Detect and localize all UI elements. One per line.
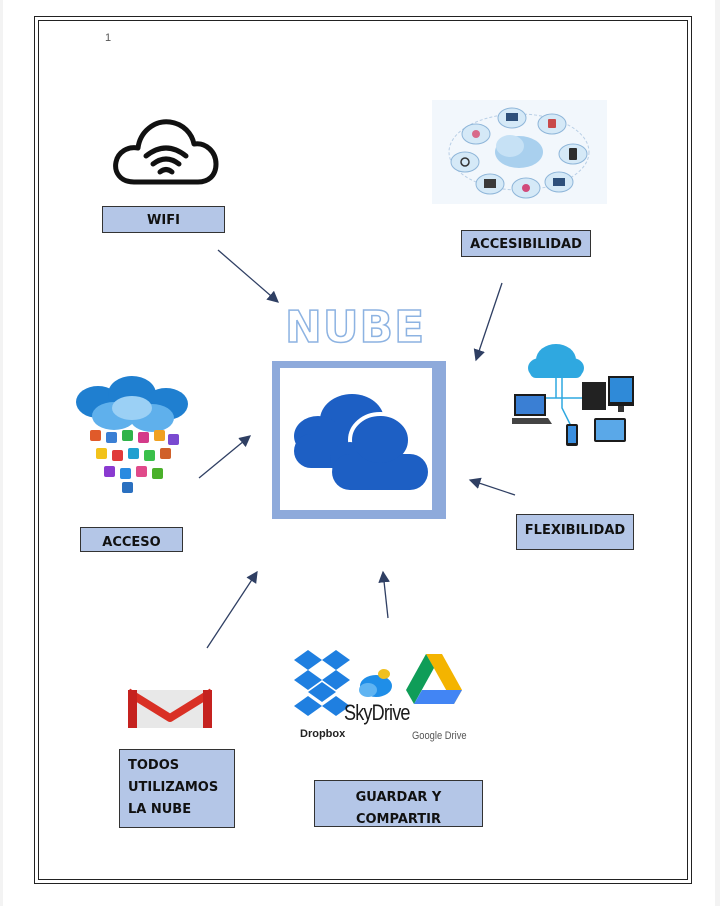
arrow-wifi <box>217 249 279 303</box>
gmail-icon <box>128 688 212 728</box>
page-border-inner <box>38 20 688 880</box>
dropbox-text: Dropbox <box>300 728 346 740</box>
google-drive-text: Google Drive <box>412 730 467 742</box>
guardar-line-2: COMPARTIR <box>355 812 442 827</box>
flexibilidad-label: FLEXIBILIDAD <box>516 514 634 550</box>
google-drive-icon <box>406 654 462 704</box>
arrow-acceso <box>198 435 252 479</box>
center-title: NUBE <box>284 301 426 354</box>
acceso-label: ACCESO <box>80 527 183 552</box>
todos-line-1: TODOS <box>128 758 180 773</box>
arrow-accesibilidad <box>473 282 503 362</box>
todos-label: TODOS UTILIZAMOS LA NUBE <box>119 749 235 828</box>
wifi-cloud-icon <box>113 119 219 185</box>
cloud-network-icon <box>432 100 607 204</box>
skydrive-text: SkyDrive <box>344 700 410 725</box>
arrow-guardar <box>378 570 390 619</box>
todos-line-3: LA NUBE <box>128 802 192 817</box>
arrow-flexibilidad <box>468 477 516 496</box>
todos-line-2: UTILIZAMOS <box>128 780 219 795</box>
storage-services-icon <box>294 650 462 716</box>
center-frame <box>272 361 446 519</box>
center-inner <box>280 368 432 510</box>
skydrive-cloud-icon <box>359 669 392 697</box>
page-number: 1 <box>105 32 112 44</box>
dropbox-icon <box>294 650 350 716</box>
wifi-label: WIFI <box>102 206 225 233</box>
accesibilidad-label: ACCESIBILIDAD <box>461 230 591 257</box>
cloud-devices-icon <box>512 344 634 446</box>
arrow-todos <box>206 570 258 649</box>
guardar-label: GUARDAR Y COMPARTIR <box>314 780 483 827</box>
page-border-outer <box>34 16 692 884</box>
onedrive-cloud-icon <box>294 394 428 490</box>
guardar-line-1: GUARDAR Y <box>355 790 442 805</box>
cloud-apps-icon <box>76 376 188 493</box>
